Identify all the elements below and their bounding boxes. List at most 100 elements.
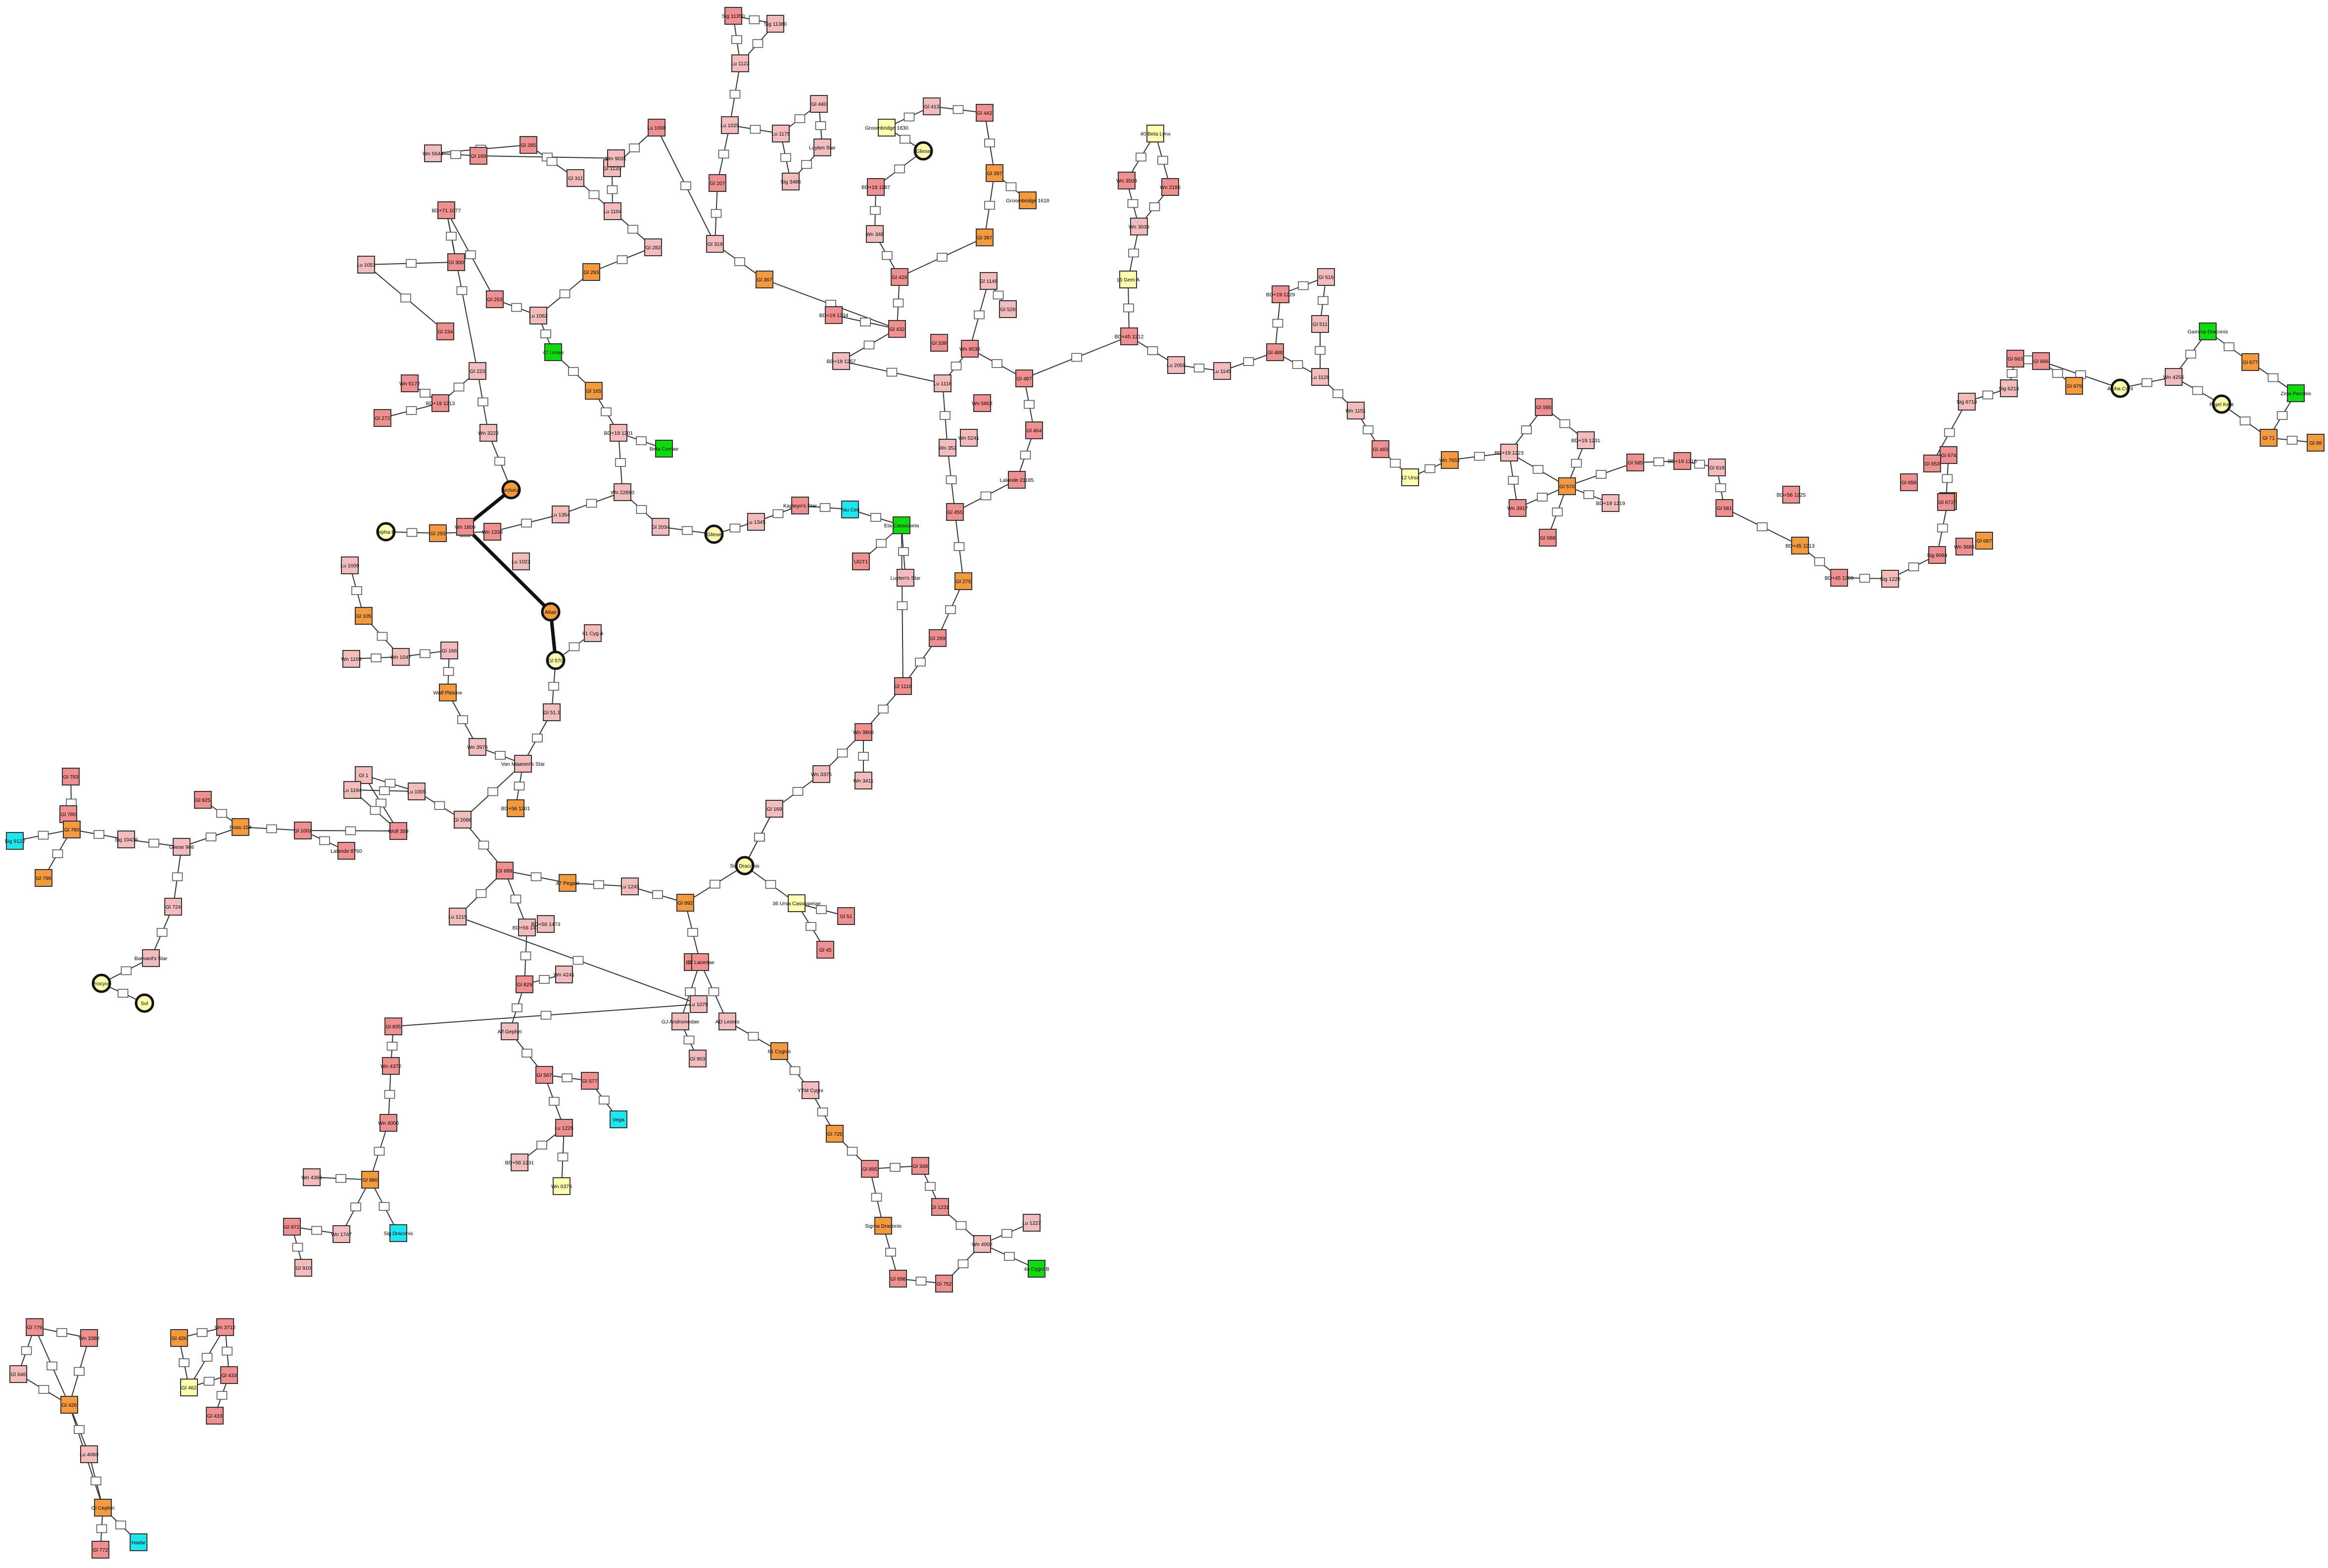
star-node-o10[interactable]: Gl 796: [35, 869, 52, 887]
star-node-o13[interactable]: 61 Cygnis: [768, 1042, 791, 1060]
star-node-a121[interactable]: Wn 5802: [972, 394, 993, 412]
star-node-a81[interactable]: Barnard's Star: [135, 949, 168, 967]
star-node-cy3[interactable]: Sig Draconis: [383, 1224, 413, 1242]
star-node-a103[interactable]: Gl 577: [581, 1072, 599, 1090]
star-node-o26[interactable]: Gl Cephei: [92, 1499, 115, 1517]
star-node-a88[interactable]: BD+56 1473: [513, 919, 542, 936]
star-node-a60[interactable]: Wn 1809: [455, 518, 475, 536]
star-node-a69[interactable]: Lu 1005: [407, 783, 426, 800]
star-node-c2[interactable]: Arcturus: [501, 480, 521, 500]
star-node-a51[interactable]: Lu 1354: [551, 506, 570, 523]
star-node-a137[interactable]: Gl 516: [1317, 268, 1335, 286]
star-node-o25[interactable]: Gl 86: [2307, 434, 2325, 452]
star-node-a135[interactable]: Gl 488: [1266, 343, 1284, 361]
star-node-a87[interactable]: Lu 1078: [689, 995, 708, 1013]
star-node-o4[interactable]: Gl 293: [429, 524, 447, 542]
star-node-a96[interactable]: Wn 4000: [378, 1114, 399, 1132]
star-node-a120[interactable]: Gl 338: [930, 334, 948, 352]
star-node-a38[interactable]: Lu 1062: [529, 307, 548, 324]
star-node-a85[interactable]: Gl 45: [816, 941, 834, 959]
star-node-o19[interactable]: BD+45 1213: [1786, 537, 1815, 554]
star-node-a140[interactable]: Wn 1151: [1345, 402, 1366, 419]
star-node-g1[interactable]: 47 Ursae: [543, 343, 564, 361]
star-node-a97[interactable]: Gl 880: [361, 1171, 379, 1189]
star-node-a73[interactable]: Gl 1002: [294, 822, 312, 839]
star-node-a156[interactable]: Gl 672: [1937, 493, 1955, 511]
star-node-a111[interactable]: Gl 895: [861, 1160, 879, 1178]
star-node-a63[interactable]: Gl 166: [440, 642, 458, 659]
star-node-a152[interactable]: BD+45 1209: [1825, 569, 1854, 587]
star-node-g6[interactable]: Zeta Pavonis: [2280, 384, 2311, 402]
star-node-a23[interactable]: Wn 352: [939, 439, 956, 457]
star-node-a67[interactable]: Van Maanen's Star: [501, 755, 545, 773]
star-node-a28[interactable]: Lu 1008: [647, 119, 666, 137]
star-node-a116[interactable]: Gl 698: [889, 1270, 907, 1288]
star-node-a34[interactable]: Wn 5644: [423, 144, 443, 162]
star-node-a12[interactable]: Gl 432: [888, 320, 906, 338]
star-node-a56[interactable]: Kapteyn's Star: [783, 497, 817, 514]
star-node-a78[interactable]: Gl 783: [62, 768, 80, 785]
star-node-c9[interactable]: Sig Draconis: [730, 856, 760, 876]
star-node-a4[interactable]: Lu 1025: [720, 116, 739, 134]
star-node-g5[interactable]: Gamma Draconis: [2187, 323, 2228, 340]
star-node-a129[interactable]: Wn 3503: [1116, 172, 1137, 189]
star-node-a95[interactable]: Wn 4372: [380, 1057, 401, 1075]
star-node-a72[interactable]: Wolf 359: [388, 822, 409, 840]
star-node-y4[interactable]: 40 Beta Lynx: [1140, 125, 1171, 142]
star-node-a107[interactable]: GJ Andromedae: [662, 1013, 699, 1030]
star-node-c11[interactable]: Rigel Kent: [2210, 394, 2234, 414]
star-node-o9[interactable]: Gl 780: [63, 821, 81, 838]
star-node-o1[interactable]: Groombridge 1618: [1006, 191, 1049, 209]
star-node-a161[interactable]: Wn 4255: [2163, 368, 2184, 386]
star-node-a83[interactable]: Lu 1245: [620, 877, 639, 895]
star-node-a47[interactable]: Gl 272: [374, 409, 391, 427]
star-node-a122[interactable]: Wn 5241: [958, 429, 979, 447]
star-node-a8[interactable]: Sig 3486: [780, 173, 801, 190]
star-node-a153[interactable]: Sig 1220: [1880, 570, 1900, 588]
star-node-a41[interactable]: Gl 234: [436, 323, 454, 340]
star-node-a110[interactable]: YTM Cygni: [798, 1081, 823, 1099]
star-node-a108[interactable]: AD Leonis: [715, 1013, 739, 1030]
star-node-a113[interactable]: Gl 1231: [931, 1198, 950, 1216]
star-node-a17[interactable]: Gl 413: [923, 97, 941, 115]
star-node-a5[interactable]: Lu 1175: [771, 125, 790, 142]
star-node-a115[interactable]: Lu 1227: [1022, 1214, 1041, 1232]
star-node-a54[interactable]: Gl 2034: [652, 518, 670, 536]
star-node-a143[interactable]: Gl 595: [1535, 398, 1553, 416]
star-node-a2[interactable]: Sig 11380: [764, 15, 787, 33]
star-node-a89[interactable]: Gl 829: [516, 975, 533, 993]
star-node-a142[interactable]: BD+19 1223: [1495, 444, 1524, 461]
star-node-a48[interactable]: Wn 3222: [478, 424, 499, 442]
star-node-a75[interactable]: Gl 825: [194, 791, 212, 809]
star-node-a102[interactable]: Gl 567: [535, 1066, 553, 1084]
star-node-a9[interactable]: Gl 207: [709, 174, 726, 192]
star-node-a65[interactable]: Gl 51.1: [543, 703, 561, 721]
star-node-a22[interactable]: Wn 9038: [959, 340, 980, 358]
star-node-a157[interactable]: Sig 6718: [1956, 393, 1977, 411]
star-node-a104[interactable]: Lu 1226: [555, 1119, 573, 1137]
star-node-o14[interactable]: Gl 725: [826, 1125, 844, 1143]
star-node-o6[interactable]: Wolf Pleione: [433, 684, 463, 701]
star-node-a30[interactable]: Lu 1104: [603, 202, 622, 220]
star-node-a162[interactable]: Gl 653: [1923, 455, 1941, 472]
star-node-a24[interactable]: Lalande 21185: [1000, 471, 1034, 489]
star-node-a64[interactable]: 61 Cyg A: [582, 624, 604, 642]
star-node-a44[interactable]: Gl 223: [469, 362, 486, 380]
star-node-a134[interactable]: Lu 1145: [1213, 362, 1232, 380]
star-node-c10[interactable]: Alpha Cent: [2107, 378, 2133, 398]
star-node-g3[interactable]: Eta Cassiopeia: [884, 516, 919, 534]
star-node-a99[interactable]: Gl 872: [283, 1218, 301, 1236]
star-node-a18[interactable]: Gl 442: [976, 104, 994, 122]
star-node-a80[interactable]: Gl 724: [164, 898, 182, 916]
star-node-a71[interactable]: Lu 1194: [343, 781, 362, 799]
star-node-y1[interactable]: Groombridge 1830: [865, 119, 908, 137]
star-node-a7[interactable]: Luyten Star: [809, 138, 836, 156]
star-node-a14[interactable]: Gl 426: [891, 268, 908, 286]
star-node-a109[interactable]: Gl 903: [689, 1050, 707, 1067]
star-node-a36[interactable]: Gl 311: [567, 169, 584, 187]
star-node-a35[interactable]: Gl 285: [520, 136, 537, 154]
star-node-g4[interactable]: 44 Cygni B: [1024, 1260, 1049, 1278]
star-node-a50[interactable]: Wn 22890: [611, 483, 634, 501]
star-node-a164[interactable]: Wn 3685: [1954, 538, 1975, 555]
star-node-a70[interactable]: Gl 1: [355, 766, 373, 784]
